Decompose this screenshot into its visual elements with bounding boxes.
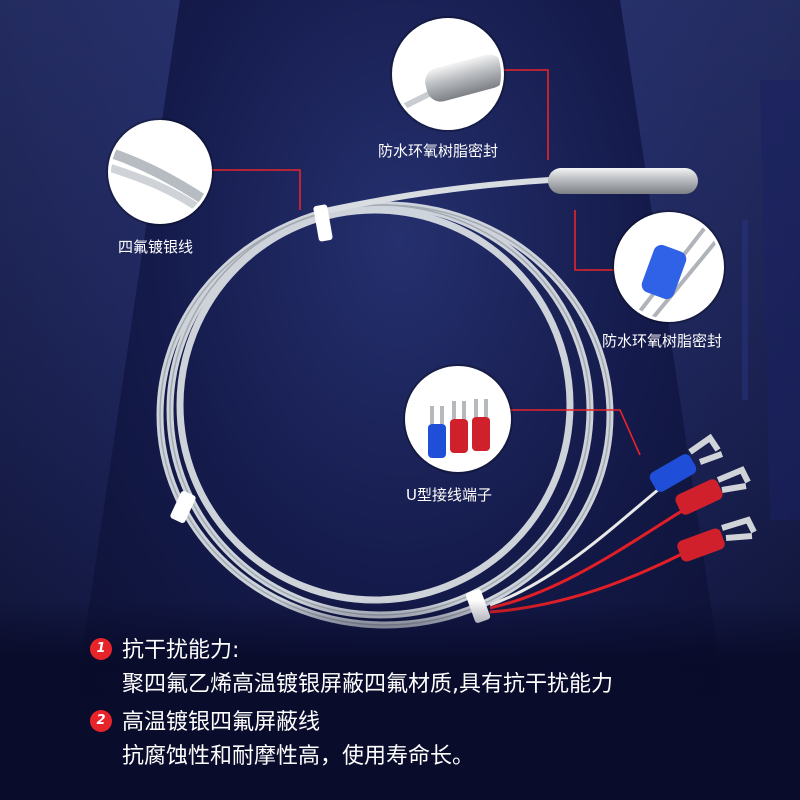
probe-tube: [548, 168, 698, 194]
epoxy-seal-closeup-icon: [617, 215, 721, 319]
callout-probe-circle: [392, 18, 504, 130]
u-terminal-blue: [649, 433, 724, 492]
feature-1-title: 抗干扰能力:: [122, 638, 240, 663]
callout-wire-label: 四氟镀银线: [118, 238, 194, 256]
braided-wire-closeup-icon: [111, 123, 209, 221]
feature-2-title: 高温镀银四氟屏蔽线: [122, 710, 321, 735]
feature-1-description: 聚四氟乙烯高温镀银屏蔽四氟材质,具有抗干扰能力: [122, 672, 613, 697]
bottom-band: [0, 600, 800, 800]
callout-terminal-circle: [405, 366, 511, 472]
probe-closeup-icon: [395, 21, 501, 127]
callout-probe-label: 防水环氧树脂密封: [378, 142, 499, 160]
callout-wire-circle: [108, 120, 212, 224]
callout-seal-circle: [614, 212, 724, 322]
callout-lines: [205, 69, 641, 456]
feature-1-number: 1: [90, 638, 112, 660]
feature-2-description: 抗腐蚀性和耐摩性高，使用寿命长。: [122, 744, 475, 769]
feature-2-number: 2: [90, 710, 112, 732]
u-terminal-red-2: [677, 516, 757, 562]
callout-seal-label: 防水环氧树脂密封: [602, 332, 723, 350]
u-terminal-red-1: [675, 466, 751, 515]
u-terminal-closeup-icon: [408, 369, 508, 469]
callout-terminal-label: U型接线端子: [406, 486, 492, 504]
